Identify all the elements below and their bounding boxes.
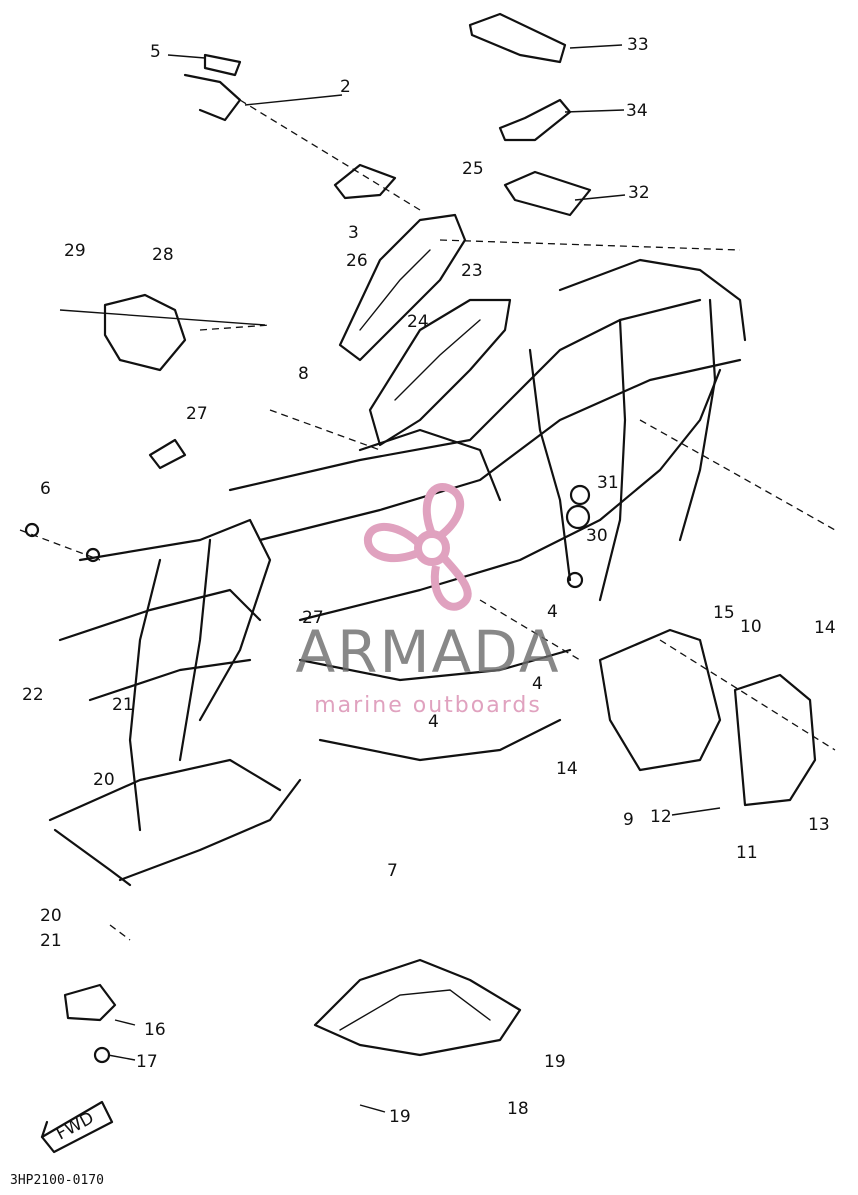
callout-number: 34 bbox=[626, 101, 648, 121]
callout-number: 11 bbox=[736, 843, 758, 863]
callout-number: 16 bbox=[144, 1020, 166, 1040]
callout-number: 24 bbox=[407, 312, 429, 332]
callout-leaders bbox=[59, 44, 721, 1113]
watermark-brand: ARMADA bbox=[295, 618, 560, 686]
callout-number: 6 bbox=[40, 479, 51, 499]
fwd-arrow-icon: FWD bbox=[40, 1100, 114, 1154]
callout-number: 2 bbox=[340, 77, 351, 97]
callout-number: 22 bbox=[22, 685, 44, 705]
watermark-tagline: marine outboards bbox=[314, 693, 542, 718]
callout-number: 33 bbox=[627, 35, 649, 55]
callout-number: 15 bbox=[713, 603, 735, 623]
propeller-logo-icon bbox=[364, 483, 472, 611]
fwd-label: FWD bbox=[53, 1108, 97, 1144]
callout-number: 19 bbox=[389, 1107, 411, 1127]
callout-number: 23 bbox=[461, 261, 483, 281]
callout-number: 32 bbox=[628, 183, 650, 203]
callout-number: 29 bbox=[64, 241, 86, 261]
callout-number: 18 bbox=[507, 1099, 529, 1119]
armada-watermark: ARMADA marine outboards bbox=[295, 483, 560, 718]
callout-number: 27 bbox=[186, 404, 208, 424]
callout-number: 3 bbox=[348, 223, 359, 243]
callout-number: 7 bbox=[387, 861, 398, 881]
callout-number: 13 bbox=[808, 815, 830, 835]
callout-number: 27 bbox=[302, 608, 324, 628]
callout-number: 8 bbox=[298, 364, 309, 384]
callout-number: 19 bbox=[544, 1052, 566, 1072]
frame-line-art bbox=[19, 12, 836, 1064]
callout-number: 31 bbox=[597, 473, 619, 493]
callout-number: 25 bbox=[462, 159, 484, 179]
callout-number: 9 bbox=[623, 810, 634, 830]
callout-number: 4 bbox=[532, 674, 543, 694]
callout-number: 4 bbox=[428, 712, 439, 732]
callout-number: 14 bbox=[814, 618, 836, 638]
callout-number: 21 bbox=[40, 931, 62, 951]
callout-number: 21 bbox=[112, 695, 134, 715]
callout-number: 17 bbox=[136, 1052, 158, 1072]
callout-number: 30 bbox=[586, 526, 608, 546]
callout-number: 20 bbox=[40, 906, 62, 926]
callout-number: 26 bbox=[346, 251, 368, 271]
callout-number: 20 bbox=[93, 770, 115, 790]
callout-number: 10 bbox=[740, 617, 762, 637]
callout-number: 12 bbox=[650, 807, 672, 827]
callout-number: 4 bbox=[547, 602, 558, 622]
diagram-code: 3HP2100-0170 bbox=[10, 1173, 104, 1188]
callout-number: 28 bbox=[152, 245, 174, 265]
callout-number: 14 bbox=[556, 759, 578, 779]
callout-number: 5 bbox=[150, 42, 161, 62]
